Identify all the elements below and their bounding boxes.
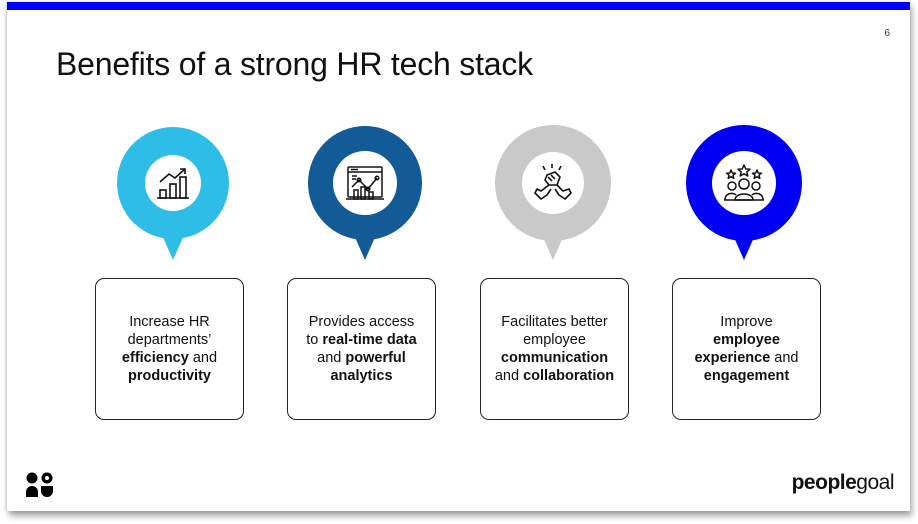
brand-light: goal — [856, 471, 894, 494]
card-emphasis: experience — [694, 350, 771, 366]
card-emphasis: employee — [713, 332, 780, 348]
peoplegoal-logo-mark-icon — [25, 472, 55, 503]
card-emphasis: collaboration — [523, 368, 615, 384]
card-text: and — [317, 350, 346, 366]
benefit-card-efficiency: Increase HR departments’ efficiency and … — [95, 278, 244, 420]
benefit-card-analytics: Provides access to real-time data and po… — [287, 278, 436, 420]
handshake-icon — [534, 164, 572, 200]
accent-bar — [7, 2, 910, 10]
card-text: Provides access — [308, 314, 415, 330]
card-emphasis: engagement — [703, 368, 790, 384]
pin-efficiency — [115, 125, 231, 261]
card-text: employee — [523, 332, 586, 348]
peoplegoal-wordmark: peoplegoal — [791, 471, 895, 495]
team-stars-icon — [724, 164, 764, 201]
card-text: Improve — [720, 314, 773, 330]
growth-chart-icon — [157, 168, 189, 199]
card-emphasis: real-time data — [322, 332, 417, 348]
slide-title: Benefits of a strong HR tech stack — [56, 46, 533, 82]
card-emphasis: productivity — [128, 368, 211, 384]
brand-strong: people — [791, 471, 857, 494]
card-text: Facilitates better — [501, 314, 608, 330]
card-text: departments’ — [127, 332, 212, 348]
benefit-card-engagement: Improve employee experience and engageme… — [672, 278, 821, 420]
pin-analytics — [307, 125, 423, 261]
card-emphasis: powerful — [345, 350, 406, 366]
page-number: 6 — [884, 28, 890, 39]
pin-collaboration — [495, 125, 611, 261]
card-emphasis: analytics — [330, 368, 393, 384]
pin-engagement — [686, 125, 802, 261]
card-text: and — [188, 350, 218, 366]
card-text: Increase HR — [129, 314, 210, 330]
analytics-dashboard-icon — [346, 166, 384, 200]
slide: 6 Benefits of a strong HR tech stack — [7, 2, 910, 511]
card-text: and — [494, 368, 524, 384]
card-emphasis: efficiency — [121, 350, 189, 366]
card-text: and — [770, 350, 799, 366]
benefit-card-collaboration: Facilitates better employee communicatio… — [480, 278, 629, 420]
card-text: to — [306, 332, 323, 348]
card-emphasis: communication — [500, 350, 609, 366]
